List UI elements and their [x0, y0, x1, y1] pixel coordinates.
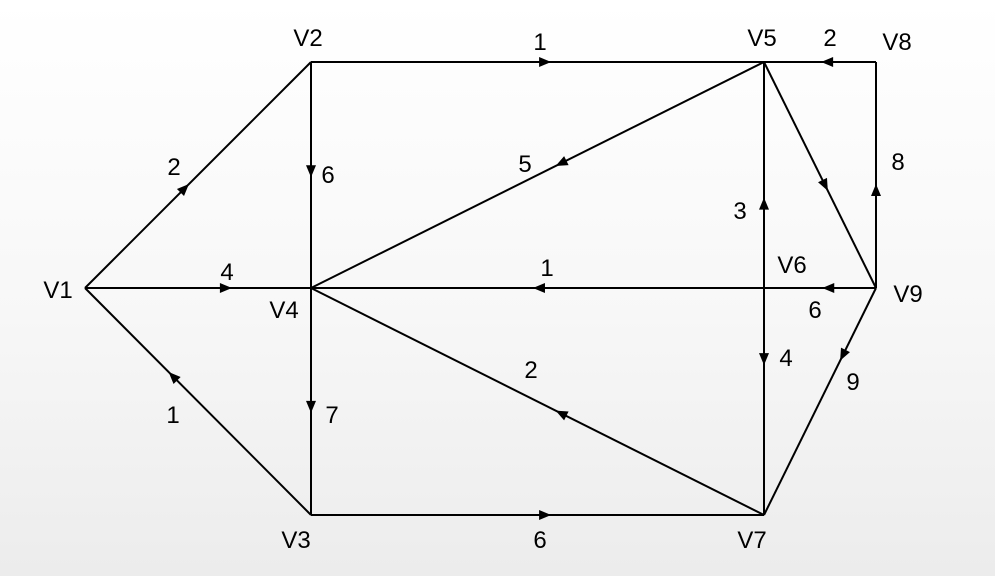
edge-v5-v9-line [763, 61, 877, 289]
node-label-v1: V1 [43, 277, 72, 304]
edge-v5-v9-arrow [818, 177, 828, 191]
edge-v4-v3-arrow [306, 400, 316, 413]
edge-v3-v1-line [84, 287, 312, 516]
edge-v6-v7-arrow [759, 353, 769, 366]
arrowheads-layer [168, 57, 881, 520]
edge-v9-v7-line [763, 287, 877, 516]
edge-v9-v8-arrow [871, 184, 881, 197]
edge-v1-v2-line [84, 61, 312, 289]
edge-v9-v8-weight: 8 [891, 149, 904, 176]
edge-v4-v3-weight: 7 [325, 402, 338, 429]
edge-v2-v5-weight: 1 [533, 29, 546, 56]
node-label-v4: V4 [269, 297, 298, 324]
edge-v3-v7-weight: 6 [533, 527, 546, 554]
edge-v2-v5-arrow [539, 57, 552, 67]
edge-v5-v4-line [310, 61, 765, 289]
edge-v5-v4-arrow [555, 156, 569, 166]
node-label-v8: V8 [882, 29, 911, 56]
edge-v6-v4-weight: 1 [540, 255, 553, 282]
edge-v9-v7-weight: 9 [846, 369, 859, 396]
edge-v1-v4-weight: 4 [220, 259, 233, 286]
edge-v9-v7-arrow [840, 347, 850, 361]
edge-v2-v4-weight: 6 [321, 162, 334, 189]
edge-v3-v1-arrow [168, 371, 181, 385]
edge-v3-v7-arrow [539, 510, 552, 520]
node-label-v2: V2 [293, 25, 322, 52]
node-label-v9: V9 [893, 281, 922, 308]
edge-v1-v2-arrow [176, 184, 189, 197]
edge-v7-v4-line [310, 287, 765, 516]
edge-v5-v4-weight: 5 [518, 151, 531, 178]
edge-v6-v7-weight: 4 [779, 345, 792, 372]
edge-v1-v4-arrow [219, 283, 232, 293]
edge-v1-v2-weight: 2 [167, 154, 180, 181]
node-label-v6: V6 [777, 252, 806, 279]
weights-layer: 2 4 1 1 6 7 5 1 2 6 3 4 2 8 6 9 [166, 25, 904, 554]
edge-v6-v5-weight: 3 [733, 198, 746, 225]
edge-v6-v5-arrow [759, 197, 769, 210]
node-label-v7: V7 [737, 527, 766, 554]
edge-v7-v4-arrow [555, 410, 569, 421]
edge-v8-v5-arrow [821, 57, 834, 67]
edge-v2-v4-arrow [306, 165, 316, 178]
edge-v6-v4-arrow [532, 283, 545, 293]
edge-v9-v6-weight: 6 [808, 297, 821, 324]
edge-v8-v5-weight: 2 [823, 25, 836, 52]
edge-v7-v4-weight: 2 [524, 357, 537, 384]
edges-layer [84, 61, 877, 516]
node-label-v3: V3 [281, 527, 310, 554]
edge-v9-v6-arrow [822, 283, 835, 293]
node-label-v5: V5 [747, 25, 776, 52]
edge-v3-v1-weight: 1 [166, 402, 179, 429]
